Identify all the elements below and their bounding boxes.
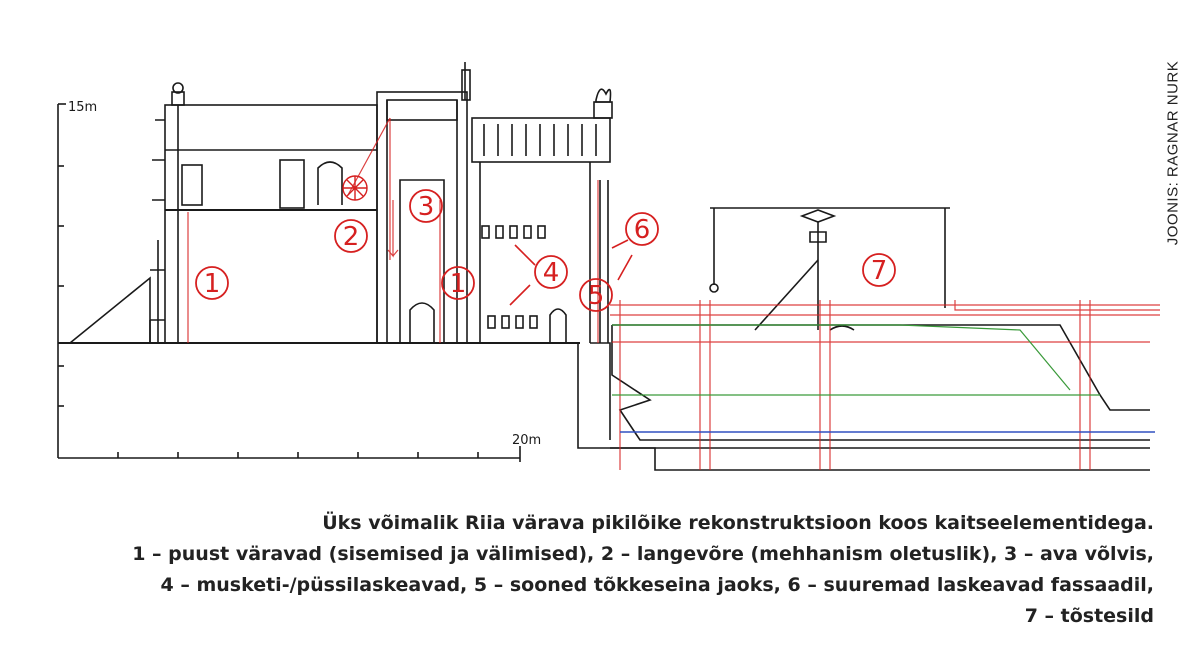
marker-3: 3 [409, 189, 443, 223]
caption-line-3: 7 – tõstesild [1024, 605, 1154, 627]
portcullis-winch [342, 175, 368, 201]
right-tower [471, 88, 613, 343]
rampart-slope [69, 276, 151, 344]
left-tower [149, 82, 378, 344]
credit-text: JOONIS: RAGNAR NURK [1164, 60, 1182, 246]
scale-top-label: 15m [68, 100, 97, 115]
marker-7: 7 [862, 253, 896, 287]
svg-text:3: 3 [418, 192, 435, 222]
central-tower [376, 62, 471, 344]
gate-section-drawing: 15m 20m 1 2 3 1 4 5 6 [57, 62, 1160, 471]
svg-text:2: 2 [343, 222, 360, 252]
vertical-scale [57, 103, 66, 458]
scale-bottom-label: 20m [512, 433, 541, 448]
marker-4: 4 [534, 255, 568, 289]
svg-text:5: 5 [588, 281, 605, 311]
marker-6: 6 [625, 212, 659, 246]
horizontal-scale [58, 446, 521, 462]
svg-text:4: 4 [543, 258, 560, 288]
marker-2: 2 [334, 219, 368, 253]
caption-line-1: 1 – puust väravad (sisemised ja välimise… [132, 543, 1154, 565]
marker-1-left: 1 [195, 266, 229, 300]
caption-title: Üks võimalik Riia värava pikilõike rekon… [322, 512, 1154, 534]
svg-text:1: 1 [204, 269, 221, 299]
moat-wall [577, 342, 1150, 471]
svg-text:6: 6 [634, 215, 651, 245]
caption-line-2: 4 – musketi-/püssilaskeavad, 5 – sooned … [160, 574, 1155, 596]
marker-1-right: 1 [441, 266, 475, 300]
svg-text:7: 7 [871, 256, 888, 286]
svg-text:1: 1 [450, 269, 467, 299]
drawbridge-structure [611, 207, 1150, 441]
caption: Üks võimalik Riia värava pikilõike rekon… [34, 508, 1154, 632]
marker-5: 5 [579, 278, 613, 312]
image-credit: JOONIS: RAGNAR NURK [1160, 38, 1186, 268]
